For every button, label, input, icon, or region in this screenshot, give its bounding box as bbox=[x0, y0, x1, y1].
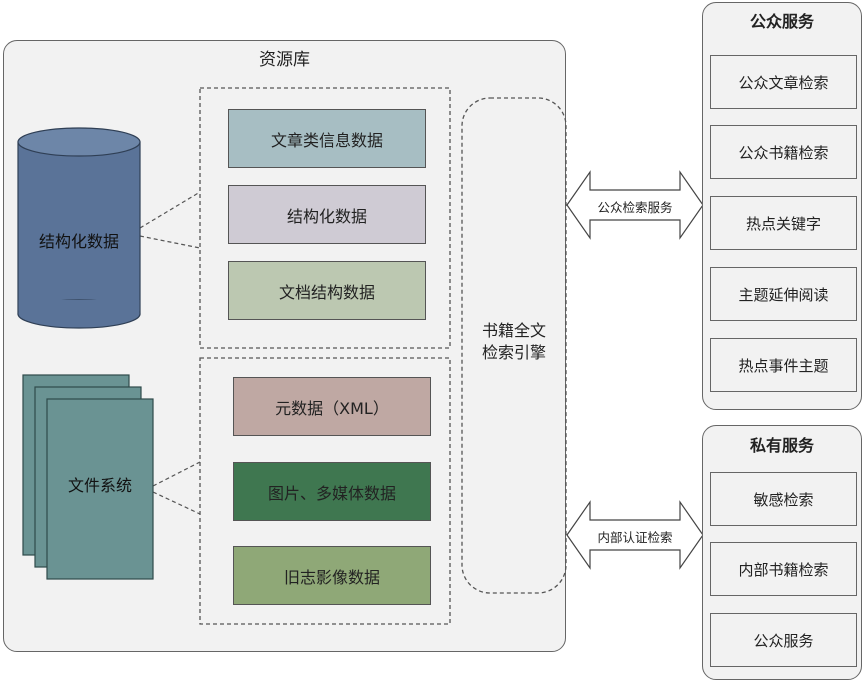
group-bottom-frame bbox=[199, 357, 451, 625]
article-data-label: 文章类信息数据 bbox=[270, 130, 383, 150]
hot-event-topic-button[interactable]: 热点事件主题 bbox=[710, 338, 857, 392]
sensitive-search-button[interactable]: 敏感检索 bbox=[710, 472, 857, 526]
repository-title: 资源库 bbox=[259, 50, 310, 70]
database-cylinder bbox=[17, 127, 141, 329]
hot-keywords-label: 热点关键字 bbox=[745, 214, 821, 233]
media-data-box: 图片、多媒体数据 bbox=[233, 462, 431, 521]
engine-text: 书籍全文检索引擎 bbox=[481, 321, 546, 362]
public-article-search-label: 公众文章检索 bbox=[738, 73, 829, 92]
topic-extended-reading-button[interactable]: 主题延伸阅读 bbox=[710, 267, 857, 321]
public-search-label: 公众检索服务 bbox=[597, 200, 673, 215]
article-data-box: 文章类信息数据 bbox=[228, 109, 426, 168]
structured-db-label: 结构化数据 bbox=[38, 232, 119, 251]
internal-book-search-label: 内部书籍检索 bbox=[738, 560, 829, 579]
private-public-service-label: 公众服务 bbox=[753, 631, 814, 650]
public-book-search-button[interactable]: 公众书籍检索 bbox=[710, 125, 857, 179]
structured-data-box: 结构化数据 bbox=[228, 185, 426, 244]
media-data-label: 图片、多媒体数据 bbox=[267, 483, 396, 503]
engine-label: 书籍全文检索引擎 bbox=[470, 320, 558, 364]
internal-book-search-button[interactable]: 内部书籍检索 bbox=[710, 542, 857, 596]
public-services-title: 公众服务 bbox=[749, 12, 814, 31]
topic-extended-reading-label: 主题延伸阅读 bbox=[738, 285, 829, 304]
sensitive-search-label: 敏感检索 bbox=[753, 490, 814, 509]
image-data-label: 旧志影像数据 bbox=[283, 567, 380, 587]
doc-structure-label: 文档结构数据 bbox=[278, 282, 375, 302]
file-stack bbox=[22, 374, 154, 580]
structured-data-label: 结构化数据 bbox=[286, 206, 367, 226]
group-top-frame bbox=[199, 87, 451, 349]
hot-keywords-button[interactable]: 热点关键字 bbox=[710, 196, 857, 250]
doc-structure-box: 文档结构数据 bbox=[228, 261, 426, 320]
private-services-title: 私有服务 bbox=[749, 436, 814, 455]
private-public-service-button[interactable]: 公众服务 bbox=[710, 613, 857, 667]
connector-structured-2 bbox=[139, 235, 201, 249]
metadata-box: 元数据（XML） bbox=[233, 377, 431, 436]
metadata-label: 元数据（XML） bbox=[275, 398, 389, 418]
connector-files-2 bbox=[152, 491, 201, 515]
file-system-label: 文件系统 bbox=[67, 476, 132, 495]
internal-search-label: 内部认证检索 bbox=[597, 530, 673, 545]
image-data-box: 旧志影像数据 bbox=[233, 546, 431, 605]
connector-structured bbox=[139, 191, 201, 229]
connector-files bbox=[152, 461, 201, 487]
public-book-search-label: 公众书籍检索 bbox=[738, 143, 829, 162]
hot-event-topic-label: 热点事件主题 bbox=[738, 356, 829, 375]
public-article-search-button[interactable]: 公众文章检索 bbox=[710, 55, 857, 109]
engine-frame bbox=[461, 97, 567, 594]
